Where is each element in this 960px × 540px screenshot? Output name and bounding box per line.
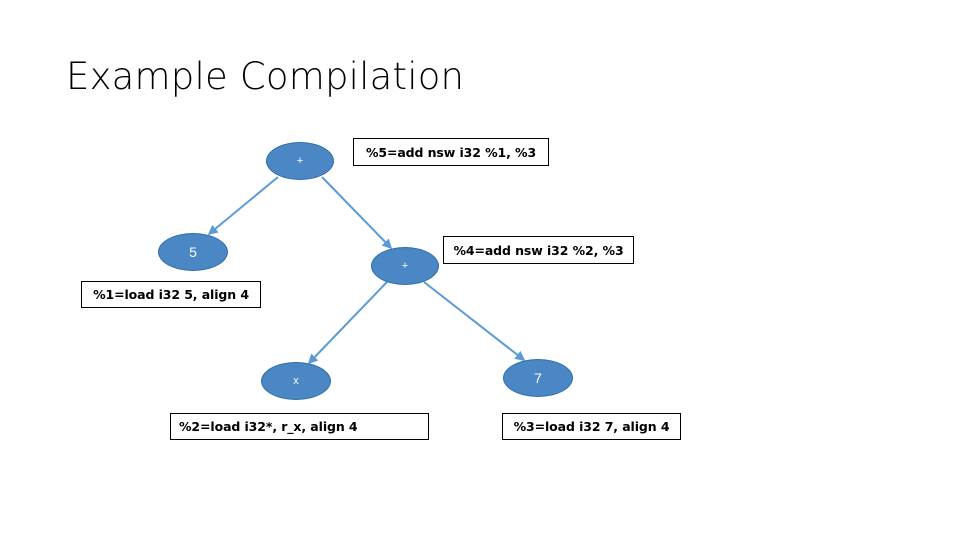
tree-node-const-5[interactable]: 5 bbox=[158, 233, 228, 271]
tree-edge bbox=[307, 281, 388, 365]
ir-annotation-ir-add-5[interactable]: %5=add nsw i32 %1, %3 bbox=[353, 138, 549, 166]
tree-edge bbox=[423, 281, 526, 361]
ir-annotation-text: %2=load i32*, r_x, align 4 bbox=[179, 419, 358, 434]
ir-annotation-ir-load-3[interactable]: %3=load i32 7, align 4 bbox=[502, 413, 681, 440]
ir-annotation-text: %3=load i32 7, align 4 bbox=[513, 419, 670, 434]
tree-node-label: + bbox=[401, 259, 409, 272]
tree-node-var-x[interactable]: x bbox=[261, 362, 331, 400]
tree-edge bbox=[207, 176, 279, 236]
page-title: Example Compilation bbox=[66, 55, 465, 98]
ir-annotation-ir-load-1[interactable]: %1=load i32 5, align 4 bbox=[81, 281, 261, 308]
tree-node-label: 7 bbox=[534, 369, 542, 386]
tree-node-label: + bbox=[296, 154, 304, 167]
tree-node-root-plus[interactable]: + bbox=[266, 142, 334, 180]
ir-annotation-text: %5=add nsw i32 %1, %3 bbox=[365, 144, 537, 160]
tree-edge-group bbox=[207, 176, 526, 365]
tree-edge bbox=[321, 176, 393, 250]
tree-node-const-7[interactable]: 7 bbox=[503, 359, 573, 397]
ir-annotation-text: %4=add nsw i32 %2, %3 bbox=[453, 242, 624, 258]
ir-annotation-ir-load-2[interactable]: %2=load i32*, r_x, align 4 bbox=[170, 413, 429, 440]
tree-node-label: 5 bbox=[189, 243, 197, 260]
tree-node-label: x bbox=[293, 374, 299, 387]
tree-node-inner-plus[interactable]: + bbox=[371, 247, 439, 285]
ir-annotation-ir-add-4[interactable]: %4=add nsw i32 %2, %3 bbox=[443, 236, 634, 264]
ir-annotation-text: %1=load i32 5, align 4 bbox=[93, 287, 249, 302]
